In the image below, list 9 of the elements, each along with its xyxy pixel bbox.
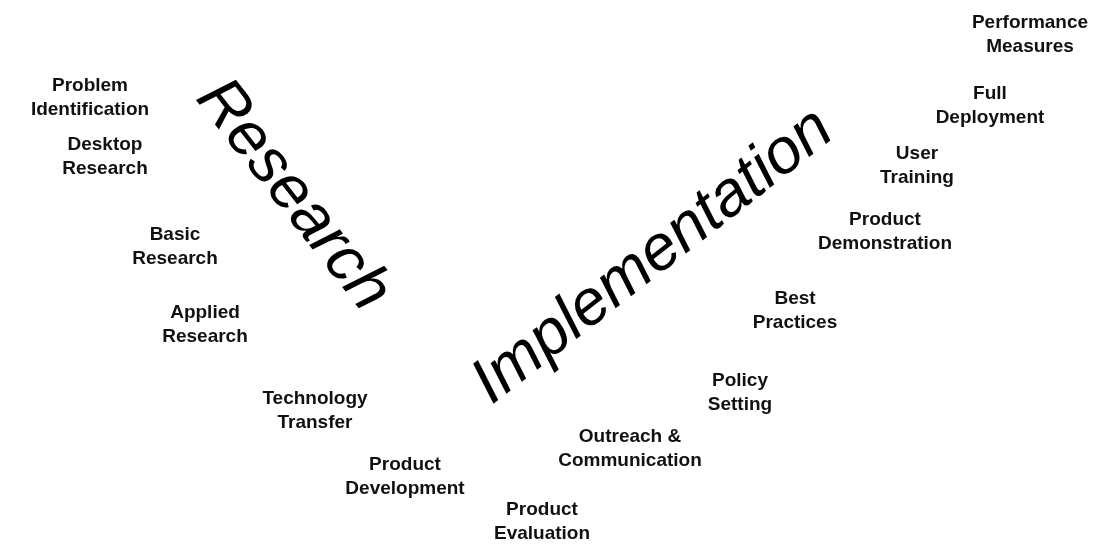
stage-label: Outreach & Communication [558, 424, 702, 472]
stage-label: User Training [880, 141, 954, 189]
stage-label: Product Development [345, 452, 465, 500]
stage-label: Product Evaluation [493, 497, 591, 545]
stage-label: Performance Measures [971, 10, 1089, 58]
stage-label: Technology Transfer [262, 386, 368, 434]
stage-label: Full Deployment [935, 81, 1045, 129]
stage-label: Problem Identification [30, 73, 150, 121]
stage-label: Desktop Research [62, 132, 148, 180]
